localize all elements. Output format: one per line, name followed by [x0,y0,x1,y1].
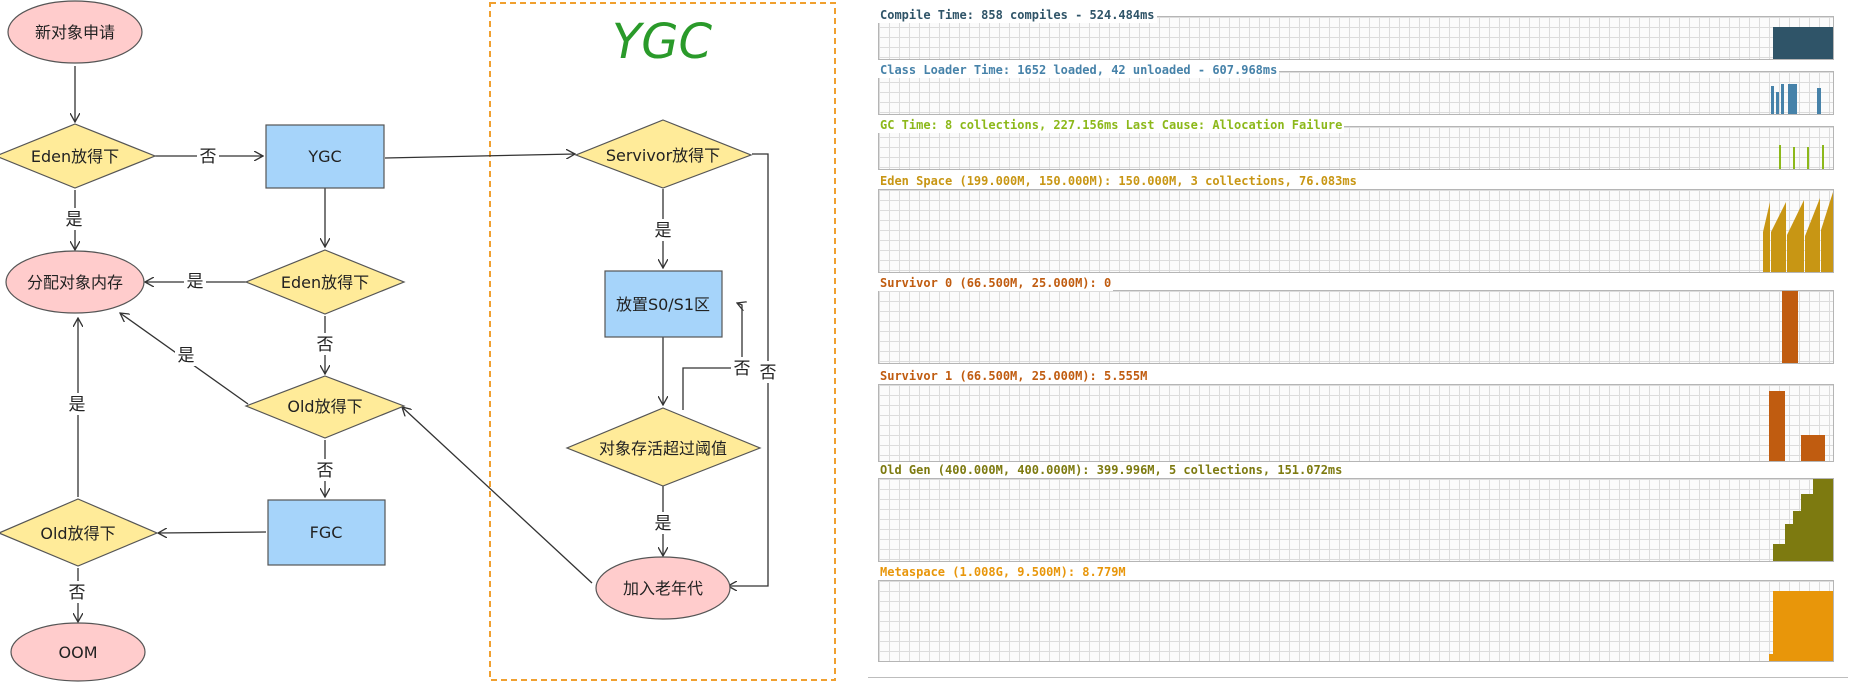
label-no: 否 [760,363,777,383]
node-old-fit-2-label: Old放得下 [40,524,115,543]
node-eden-fit-2-label: Eden放得下 [281,273,369,292]
node-fgc [267,499,386,566]
survivor-1-title: Survivor 1 (66.500M, 25.000M): 5.555M [878,369,1150,384]
node-allocate-label: 分配对象内存 [27,273,123,292]
node-survivor-fit [574,119,753,189]
old-gen-graph [878,478,1834,562]
node-old-fit-1 [244,375,406,439]
eden-space-title: Eden Space (199.000M, 150.000M): 150.000… [878,174,1359,189]
label-no: 否 [317,335,334,355]
node-ygc [265,124,385,189]
label-yes: 是 [655,221,672,241]
node-new-request [7,0,143,64]
node-eden-fit-1 [0,123,157,189]
class-loader-time-graph [878,71,1834,115]
node-place-s0s1-label: 放置S0/S1区 [616,295,710,314]
node-allocate [5,250,145,314]
ygc-region-title: YGC [612,14,713,70]
node-old-gen [595,556,731,620]
label-no: 否 [200,147,217,167]
label-no: 否 [734,359,751,379]
node-ygc-label: YGC [307,147,341,166]
node-old-fit-1-label: Old放得下 [287,397,362,416]
survivor-1-bar [1801,435,1825,461]
node-eden-fit-1-label: Eden放得下 [31,147,119,166]
node-fgc-label: FGC [310,523,343,542]
survivor-0-bar [1782,291,1798,363]
survivor-1-graph [878,384,1834,462]
metaspace-area [1769,591,1833,661]
label-yes: 是 [655,514,672,534]
metaspace-graph [878,580,1834,662]
node-place-s0s1 [604,270,723,338]
label-yes: 是 [187,272,204,292]
eden-space-area [1763,192,1833,272]
class-loader-time-title: Class Loader Time: 1652 loaded, 42 unloa… [878,63,1280,78]
node-old-gen-label: 加入老年代 [623,579,703,598]
compile-time-bar [1773,27,1833,59]
label-yes: 是 [66,210,83,230]
gc-time-title: GC Time: 8 collections, 227.156ms Last C… [878,118,1345,133]
gc-monitor-panel: Compile Time: 858 compiles - 524.484ms C… [868,0,1853,696]
node-age-threshold-label: 对象存活超过阈值 [599,439,727,458]
old-gen-area [1773,479,1833,561]
gc-time-graph [878,126,1834,170]
label-no: 否 [317,461,334,481]
gc-flowchart: YGC 否 是 是 否 是 是 否 否 [0,0,836,682]
edge-ygc-to-survivor [384,154,575,158]
survivor-1-bar [1769,391,1785,461]
label-yes: 是 [69,395,86,415]
node-oom-label: OOM [59,643,98,662]
survivor-0-graph [878,290,1834,364]
label-yes: 是 [178,346,195,366]
old-gen-title: Old Gen (400.000M, 400.000M): 399.996M, … [878,463,1345,478]
metaspace-title: Metaspace (1.008G, 9.500M): 8.779M [878,565,1128,580]
panel-bottom-border [868,677,1848,678]
node-old-fit-2 [0,498,159,567]
survivor-0-title: Survivor 0 (66.500M, 25.000M): 0 [878,276,1114,291]
label-no: 否 [69,583,86,603]
ygc-region [489,2,836,681]
compile-time-title: Compile Time: 858 compiles - 524.484ms [878,8,1157,23]
compile-time-graph [878,16,1834,60]
edge-oldgen-to-old [402,407,593,584]
node-new-request-label: 新对象申请 [35,23,115,42]
node-eden-fit-2 [244,249,406,315]
eden-space-graph [878,189,1834,273]
edge-fgc-to-old2 [158,532,267,533]
node-age-threshold [565,407,762,487]
node-survivor-fit-label: Servivor放得下 [606,146,720,165]
node-oom [10,622,146,682]
